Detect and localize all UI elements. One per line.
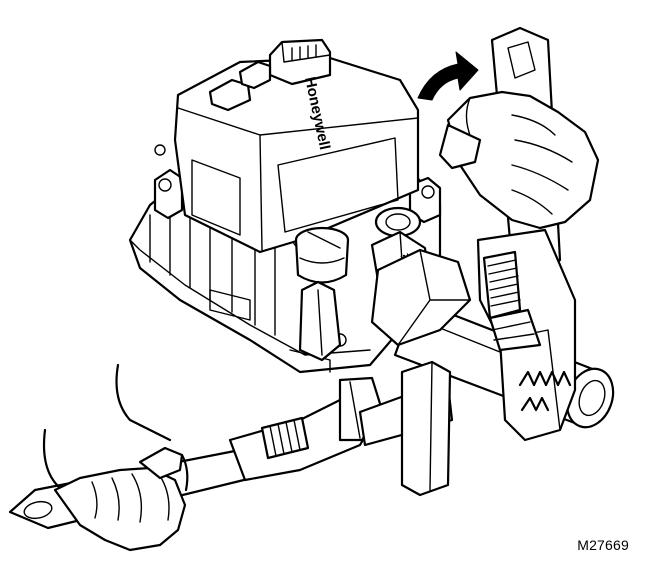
left-hand [42, 363, 189, 552]
adjustable-wrench-fixed-jaw [400, 360, 452, 497]
rotation-direction-arrow [417, 51, 479, 101]
wiring-connector [268, 38, 332, 86]
pipe-union-nut [370, 248, 472, 347]
right-hand [438, 90, 600, 230]
pressure-regulator-cap [294, 226, 350, 362]
figure-code-label: M27669 [577, 537, 629, 553]
valve-cover: Honeywell [173, 38, 420, 254]
